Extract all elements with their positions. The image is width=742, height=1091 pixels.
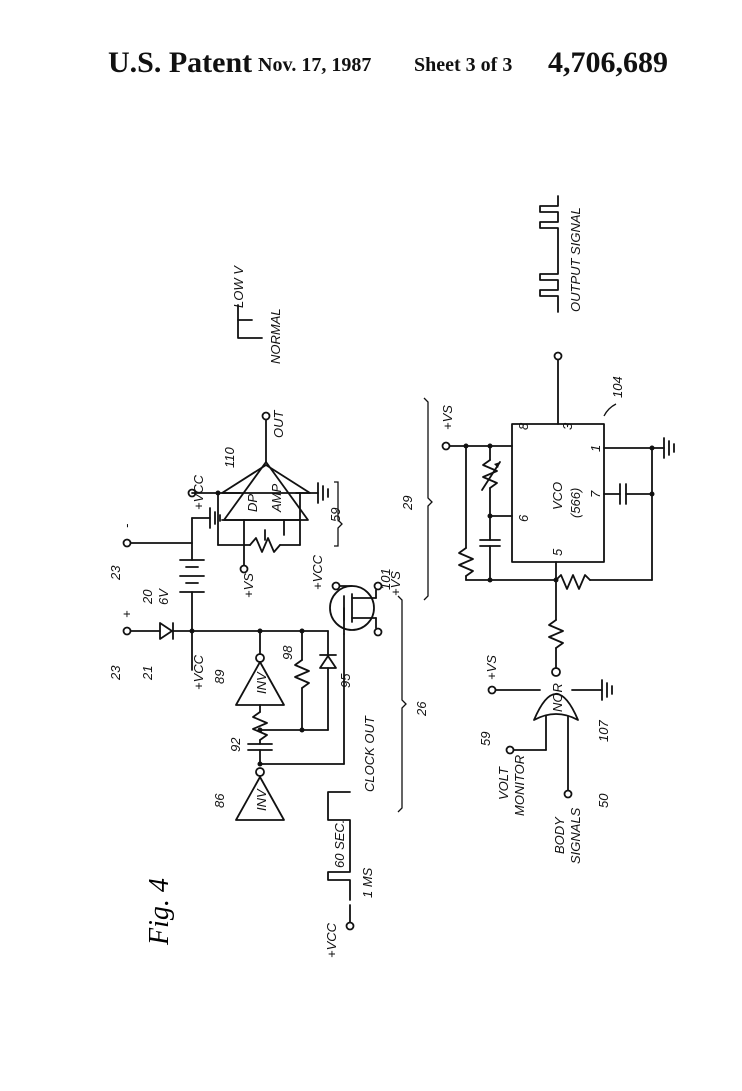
diagram-label: +VCC: [310, 554, 325, 590]
diagram-label: +VS: [241, 573, 256, 598]
diagram-label: 7: [588, 490, 603, 498]
diagram-label: 21: [140, 666, 155, 681]
diagram-label: 23: [108, 665, 123, 681]
diagram-label: 92: [228, 737, 243, 752]
figure-label: Fig. 4: [144, 878, 175, 946]
diagram-label: NOR: [550, 683, 565, 712]
diagram-label: 95: [338, 673, 353, 688]
diagram-label: 6: [516, 514, 531, 522]
diagram-label: 29: [400, 496, 415, 511]
diagram-label: 104: [610, 376, 625, 398]
diagram-label: 86: [212, 793, 227, 808]
diagram-label: 107: [596, 720, 611, 742]
diagram-label: +VCC: [324, 922, 339, 958]
diagram-label: 89: [212, 670, 227, 684]
diagram-label: -: [119, 523, 134, 528]
diagram-label: VOLT: [496, 766, 511, 800]
diagram-label: +VS: [388, 571, 403, 596]
diagram-label: MONITOR: [512, 755, 527, 816]
diagram-label: SIGNALS: [568, 807, 583, 864]
diagram-label: 20: [140, 589, 155, 605]
diagram-label: INV: [254, 671, 269, 694]
diagram-label: LOW V: [231, 265, 246, 308]
diagram-label: +VCC: [191, 474, 206, 510]
diagram-label: 23: [108, 565, 123, 581]
diagram-label: 1: [588, 445, 603, 452]
output-signal-waveform: [540, 196, 558, 312]
diagram-label: +VCC: [191, 654, 206, 690]
op-amp-110: [189, 413, 329, 573]
diagram-label: 110: [222, 447, 237, 468]
diagram-label: 6V: [156, 588, 171, 605]
diagram-label: OUTPUT SIGNAL: [568, 207, 583, 312]
diagram-label: +VS: [484, 655, 499, 680]
diagram-label: AMP: [269, 484, 284, 514]
diagram-label: VCO: [550, 482, 565, 510]
diagram-label: +VS: [440, 405, 455, 430]
diode-21: [160, 623, 172, 639]
diagram-label: 1 MS: [360, 867, 375, 898]
diagram-label: 60 SEC.: [332, 820, 347, 868]
diagram-label: INV: [254, 788, 269, 811]
diagram-label: 59: [328, 508, 343, 522]
diagram-label: NORMAL: [268, 308, 283, 364]
diagram-label: (566): [568, 488, 583, 518]
diagram-label: 26: [414, 701, 429, 717]
low-v-waveform: [238, 320, 262, 338]
diagram-label: DP: [245, 494, 260, 512]
diagram-label: 59: [478, 732, 493, 746]
diagram-label: CLOCK OUT: [362, 715, 377, 792]
battery-section: [124, 508, 221, 670]
clock-section: [192, 583, 382, 821]
diagram-label: OUT: [271, 410, 286, 439]
diagram-label: 8: [516, 422, 531, 430]
diagram-label: 98: [280, 645, 295, 660]
diagram-label: 3: [560, 422, 575, 430]
diagram-label: +: [119, 610, 134, 618]
diagram-label: 50: [596, 793, 611, 808]
diagram-label: BODY: [552, 816, 567, 854]
diagram-label: 5: [550, 548, 565, 556]
